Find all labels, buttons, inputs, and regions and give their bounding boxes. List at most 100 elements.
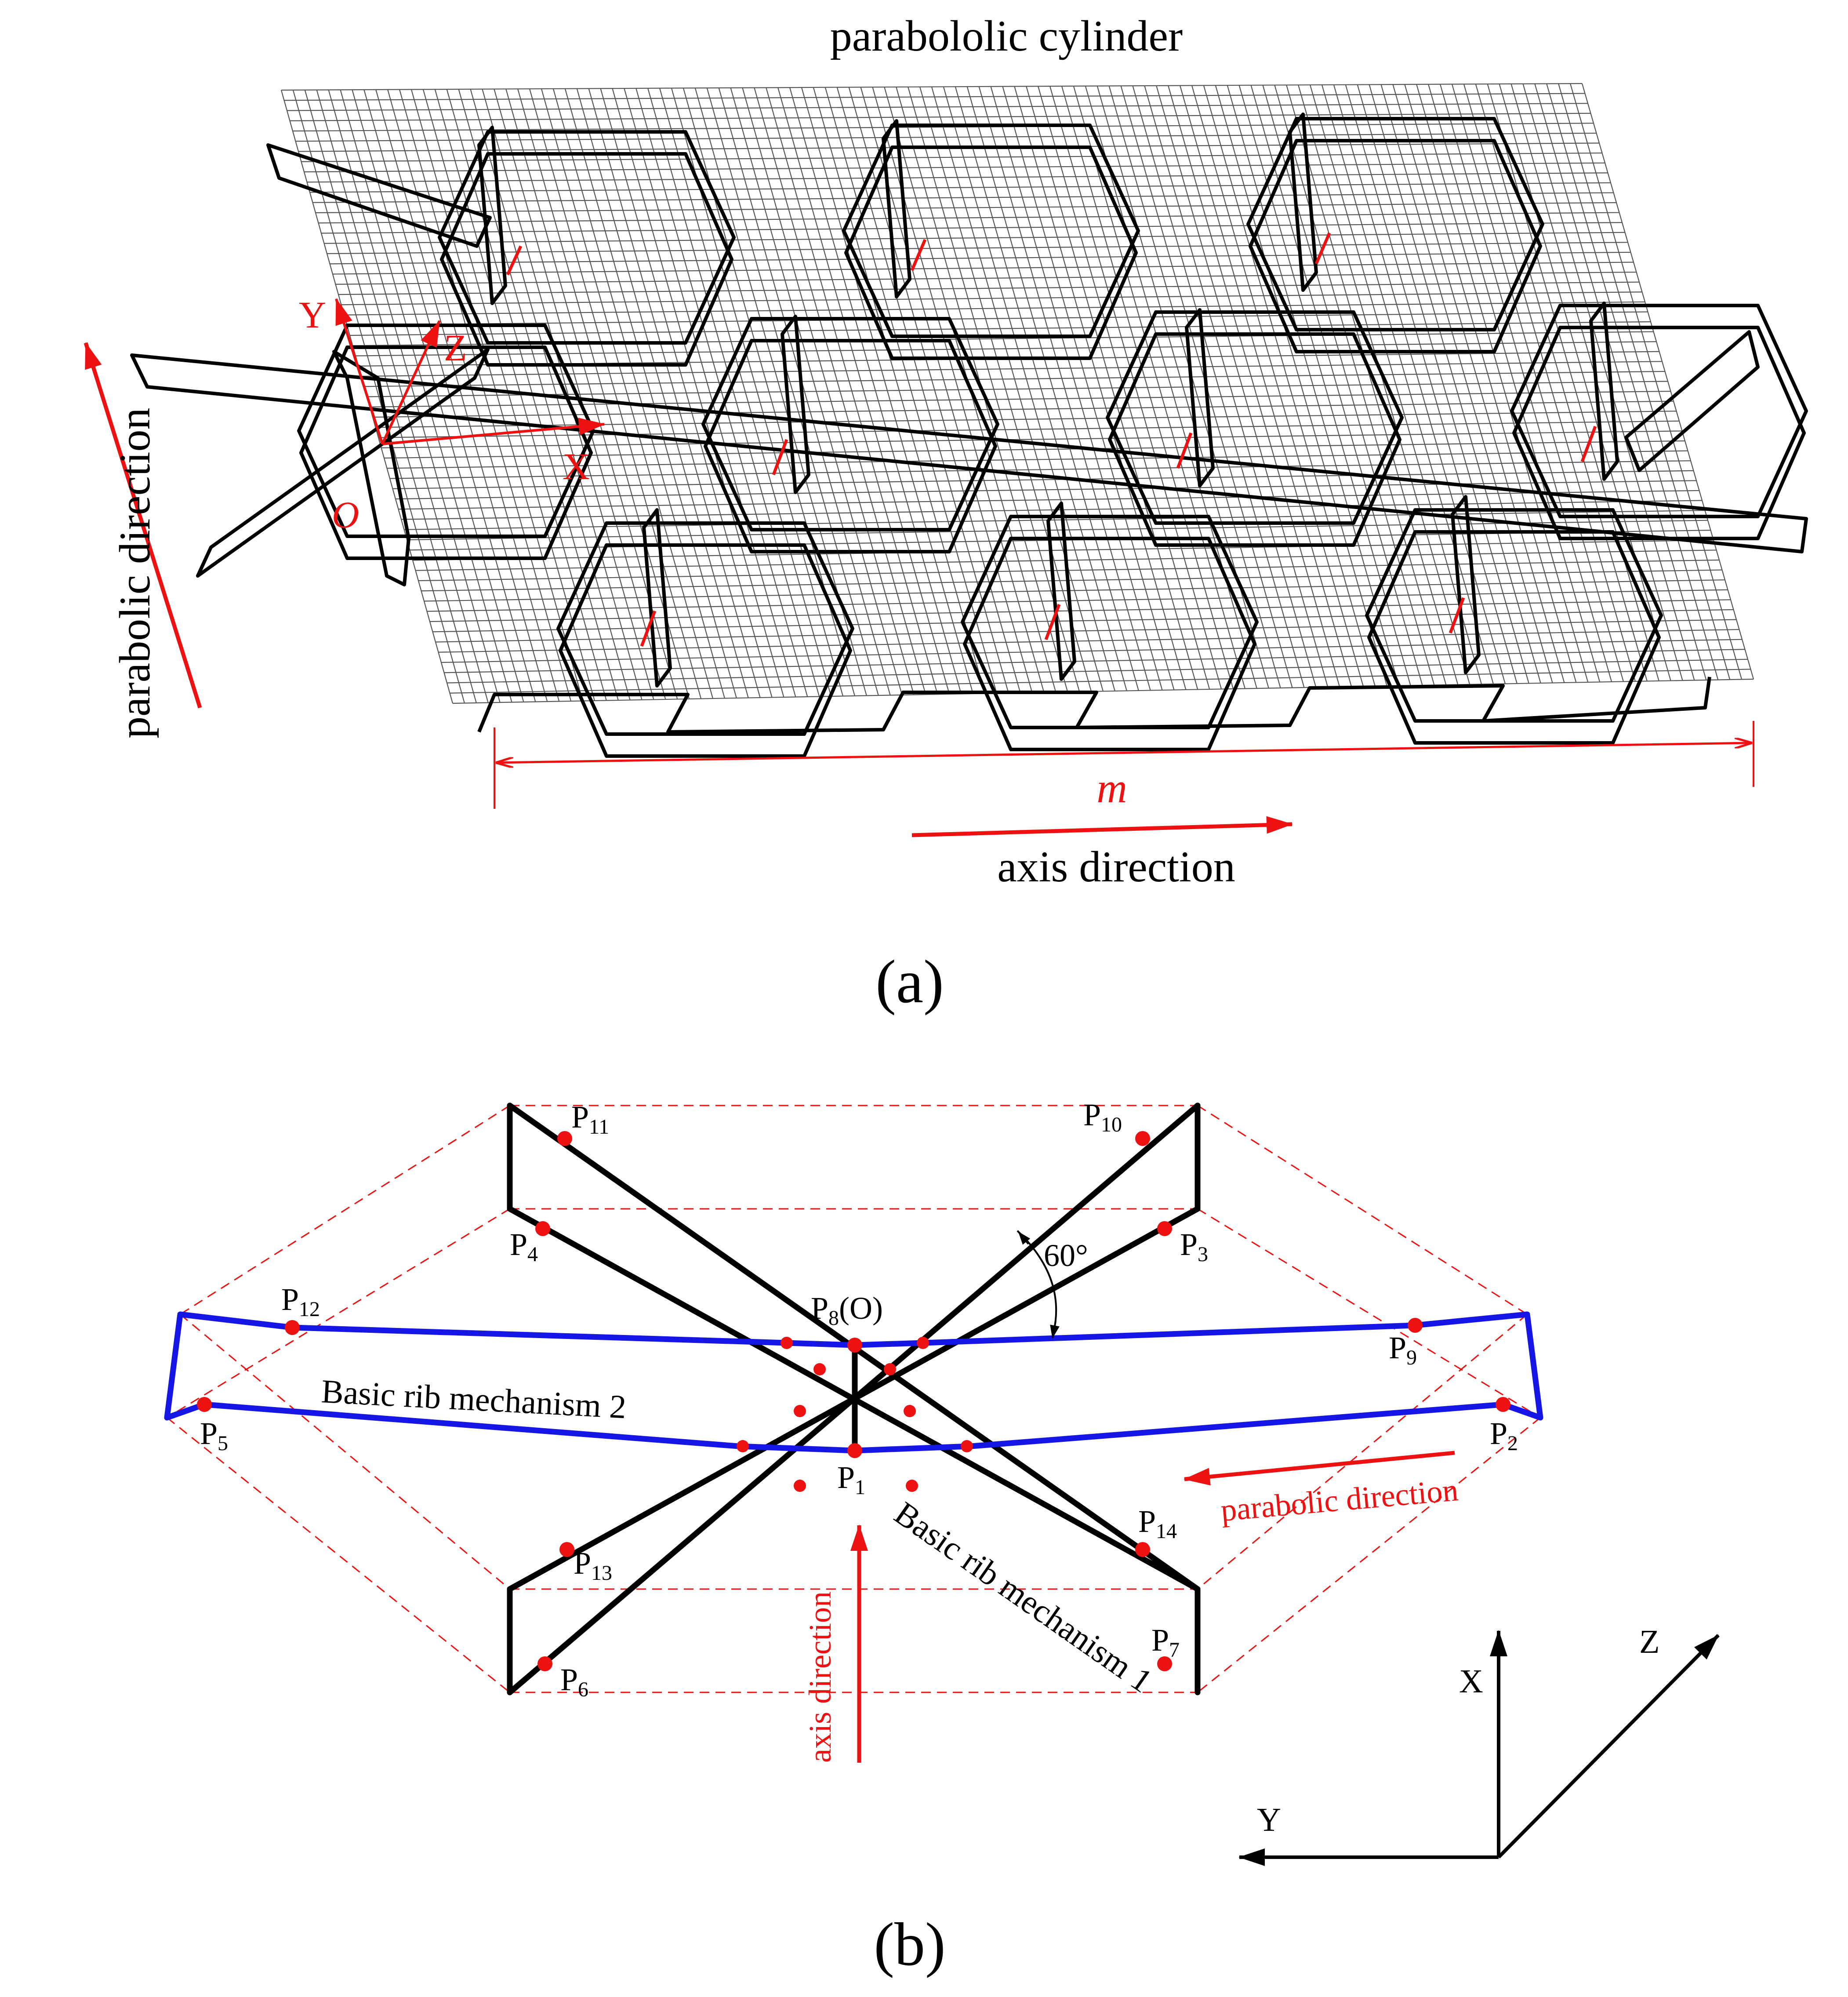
mesh-line [284, 93, 1585, 101]
mesh-line [324, 232, 1625, 244]
point-labels: P1 P2 P3 P4 P5 P6 P7 P8(O) P9 P10 P11 P1… [200, 1097, 1518, 1701]
rib-structure [130, 113, 1808, 758]
point-p14 [1135, 1542, 1150, 1557]
angle-arrow-bottom [1050, 1320, 1060, 1339]
mesh-line [330, 251, 1631, 265]
hinge-mark [1176, 432, 1193, 469]
axis-direction-arrow [911, 816, 1293, 837]
label-p9: P9 [1389, 1330, 1417, 1369]
parabolic-direction-arrow-b [1184, 1451, 1455, 1486]
point-minor [906, 1480, 918, 1492]
mesh-line [447, 658, 1748, 684]
rib-plate [1046, 502, 1076, 681]
mesh-line [432, 609, 1734, 633]
panel-b-label: (b) [874, 1910, 945, 1979]
parabolic-cylinder-mesh [280, 83, 1754, 704]
mesh-line [295, 132, 1597, 142]
mechanism-1-label: Basic rib mechanism 1 [888, 1495, 1159, 1700]
point-minor [813, 1363, 826, 1375]
coordinate-axes-b [1238, 1630, 1720, 1866]
x-axis-arrow [382, 418, 605, 445]
axis-direction-label-b: axis direction [802, 1591, 838, 1763]
mesh-line [384, 440, 1685, 459]
point-p8 [847, 1338, 862, 1353]
point-minor [961, 1440, 973, 1452]
mesh-line [292, 123, 1594, 132]
mesh-line [404, 509, 1705, 530]
hinge-mark [1449, 597, 1465, 634]
axis-label-x-b: X [1459, 1663, 1483, 1700]
rib-plate [1512, 326, 1806, 540]
mesh-line [372, 400, 1674, 418]
label-p12: P12 [281, 1282, 320, 1321]
point-minor [737, 1440, 749, 1452]
angle-label: 60° [1044, 1238, 1088, 1273]
parabolic-direction-label: parabolic direction [110, 408, 159, 738]
mesh-line [429, 599, 1731, 622]
panel-a: Y Z X O parabololic cylinder parabolic d… [84, 11, 1808, 1016]
mesh-line [321, 222, 1623, 234]
hinge-mark [1314, 232, 1331, 265]
point-p10 [1135, 1131, 1150, 1146]
parabolic-direction-arrow [84, 342, 202, 709]
mesh-line [301, 152, 1602, 162]
rib-plate [1249, 139, 1542, 353]
rib-plate [556, 521, 854, 736]
rib-plate [477, 126, 507, 305]
rib-plate [701, 317, 999, 531]
mesh-line [438, 629, 1739, 653]
points-b [197, 1131, 1510, 1671]
angle-arrow-top [1018, 1231, 1031, 1245]
mesh-line [309, 182, 1611, 193]
hinge-mark [772, 439, 788, 476]
rib-plate [1365, 508, 1663, 723]
rib-plate [781, 315, 810, 494]
mesh-line [370, 390, 1671, 407]
hinge-marks [506, 232, 1597, 647]
panel-a-title: parabololic cylinder [830, 11, 1183, 60]
rib-plate [704, 339, 997, 553]
hinge-mark [910, 239, 927, 271]
point-p1 [847, 1443, 862, 1458]
rib-plate [1451, 495, 1481, 674]
point-p7 [1157, 1656, 1172, 1671]
panel-a-label: (a) [875, 948, 944, 1016]
parabolic-direction-label-b: parabolic direction [1219, 1472, 1460, 1528]
mesh-line [338, 281, 1640, 295]
rib-plate [266, 143, 492, 248]
mesh-line [441, 639, 1743, 663]
hinge-mark [1044, 604, 1061, 640]
mesh-line [304, 162, 1605, 173]
rib-plate [299, 346, 593, 560]
mesh-line [452, 678, 1754, 704]
point-p12 [285, 1320, 300, 1335]
mesh-line [407, 520, 1708, 541]
point-p13 [559, 1542, 574, 1557]
label-p3: P3 [1180, 1227, 1208, 1266]
mesh-line [315, 202, 1617, 214]
label-p10: P10 [1083, 1097, 1122, 1136]
point-p3 [1157, 1221, 1172, 1236]
point-minor [794, 1480, 806, 1492]
z-axis-arrow [381, 320, 441, 445]
mesh-line [424, 579, 1725, 602]
axis-label-z-b: Z [1639, 1623, 1659, 1660]
construction-lines [167, 1105, 1541, 1693]
point-p11 [557, 1131, 572, 1146]
rib-plate [882, 119, 911, 298]
mesh-line [418, 559, 1720, 582]
mesh-line [355, 341, 1657, 356]
point-p2 [1496, 1397, 1510, 1412]
axis-label-x: X [563, 445, 590, 487]
label-p6: P6 [560, 1662, 588, 1701]
mesh-line [435, 619, 1737, 643]
mesh-line [318, 212, 1619, 224]
point-minor [794, 1405, 806, 1417]
y-axis-arrow [335, 298, 384, 444]
origin-label: O [332, 494, 359, 536]
mesh-line [427, 589, 1728, 612]
mesh-line [327, 242, 1628, 255]
rib-plate [477, 677, 1711, 734]
mesh-line [287, 103, 1588, 111]
